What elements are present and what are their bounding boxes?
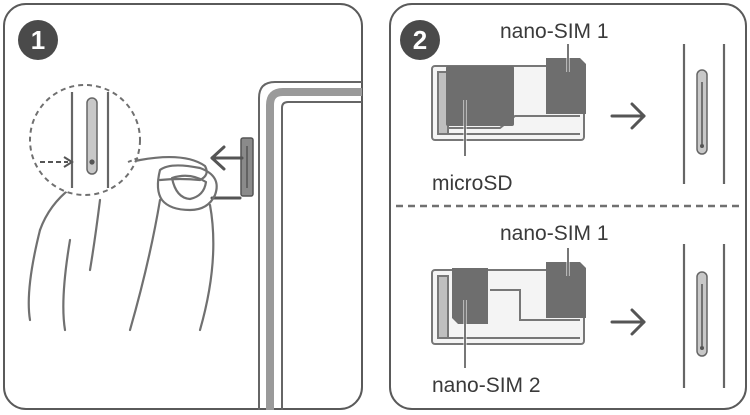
config-microsd: nano-SIM 1 microSD <box>431 20 726 195</box>
arrow-right-icon <box>610 102 646 130</box>
inserted-tray-side-b <box>682 244 726 388</box>
arrow-right-icon <box>610 308 646 336</box>
nano-sim-1-label: nano-SIM 1 <box>500 20 609 43</box>
step-badge-2-circle <box>400 20 440 60</box>
panel-1-frame <box>3 3 363 410</box>
arrow-left-icon <box>210 145 244 171</box>
nano-sim-1-card-b <box>546 262 586 318</box>
step-badge-2-number: 2 <box>413 25 427 55</box>
microsd-label: microSD <box>432 172 513 195</box>
step-badge-2: 2 <box>400 20 440 60</box>
nano-sim-1-card <box>546 58 586 114</box>
microsd-card <box>446 66 514 126</box>
config-dual-sim: nano-SIM 1 nano-SIM 2 <box>431 222 726 397</box>
step-badge-1: 1 <box>18 20 58 60</box>
inserted-tray-side <box>682 44 726 184</box>
step-badge-1-number: 1 <box>31 25 45 55</box>
step-badge-1-circle <box>18 20 58 60</box>
panel-step-1: 1 <box>3 3 363 410</box>
ejector-pin <box>240 137 254 197</box>
panel-step-2: 2 nano-SIM 1 microSD <box>389 3 747 410</box>
nano-sim-2-label: nano-SIM 2 <box>432 374 541 397</box>
nano-sim-1-label-b: nano-SIM 1 <box>500 222 609 245</box>
magnifier-circle <box>29 84 141 196</box>
phone-frame <box>258 81 362 410</box>
nano-sim-2-card <box>452 268 488 324</box>
magnifier-detail <box>29 84 141 196</box>
